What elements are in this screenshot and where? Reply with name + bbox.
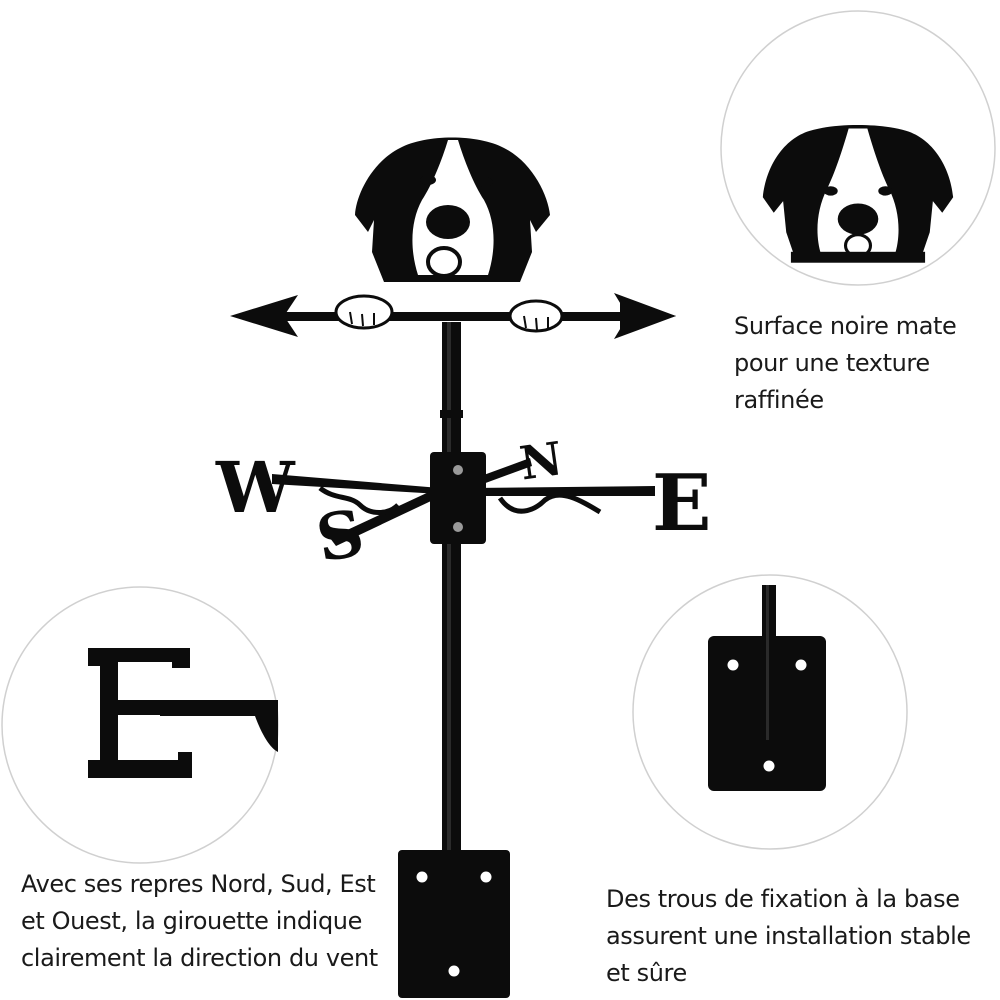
caption-line: Surface noire mate (734, 312, 957, 340)
compass-arms (272, 452, 655, 546)
caption-line: et sûre (606, 959, 687, 987)
dog-head-silhouette (334, 137, 564, 333)
pole (442, 322, 461, 862)
arrow-pointer (230, 293, 676, 339)
base-plate (398, 850, 510, 998)
caption-line: pour une texture (734, 349, 930, 377)
detail-circle-dog (720, 10, 996, 286)
weathervane: W E N S (215, 137, 711, 998)
detail-circle-base-plate (632, 574, 908, 850)
caption-line: et Ouest, la girouette indique (21, 907, 362, 935)
caption-matte-surface: Surface noire mate pour une texture raff… (734, 308, 957, 419)
caption-line: Des trous de fixation à la base (606, 885, 960, 913)
compass-letter-north: N (517, 431, 566, 490)
caption-line: clairement la direction du vent (21, 944, 378, 972)
caption-line: Avec ses repres Nord, Sud, Est (21, 870, 376, 898)
caption-line: raffinée (734, 386, 824, 414)
dog-head-closeup (762, 125, 954, 263)
caption-mounting-holes: Des trous de fixation à la base assurent… (606, 881, 971, 992)
caption-line: assurent une installation stable (606, 922, 971, 950)
caption-cardinal-directions: Avec ses repres Nord, Sud, Est et Ouest,… (21, 866, 378, 977)
compass-letter-east: E (652, 458, 711, 549)
compass-letter-west: W (215, 446, 296, 529)
detail-circle-letter-e (1, 586, 279, 864)
